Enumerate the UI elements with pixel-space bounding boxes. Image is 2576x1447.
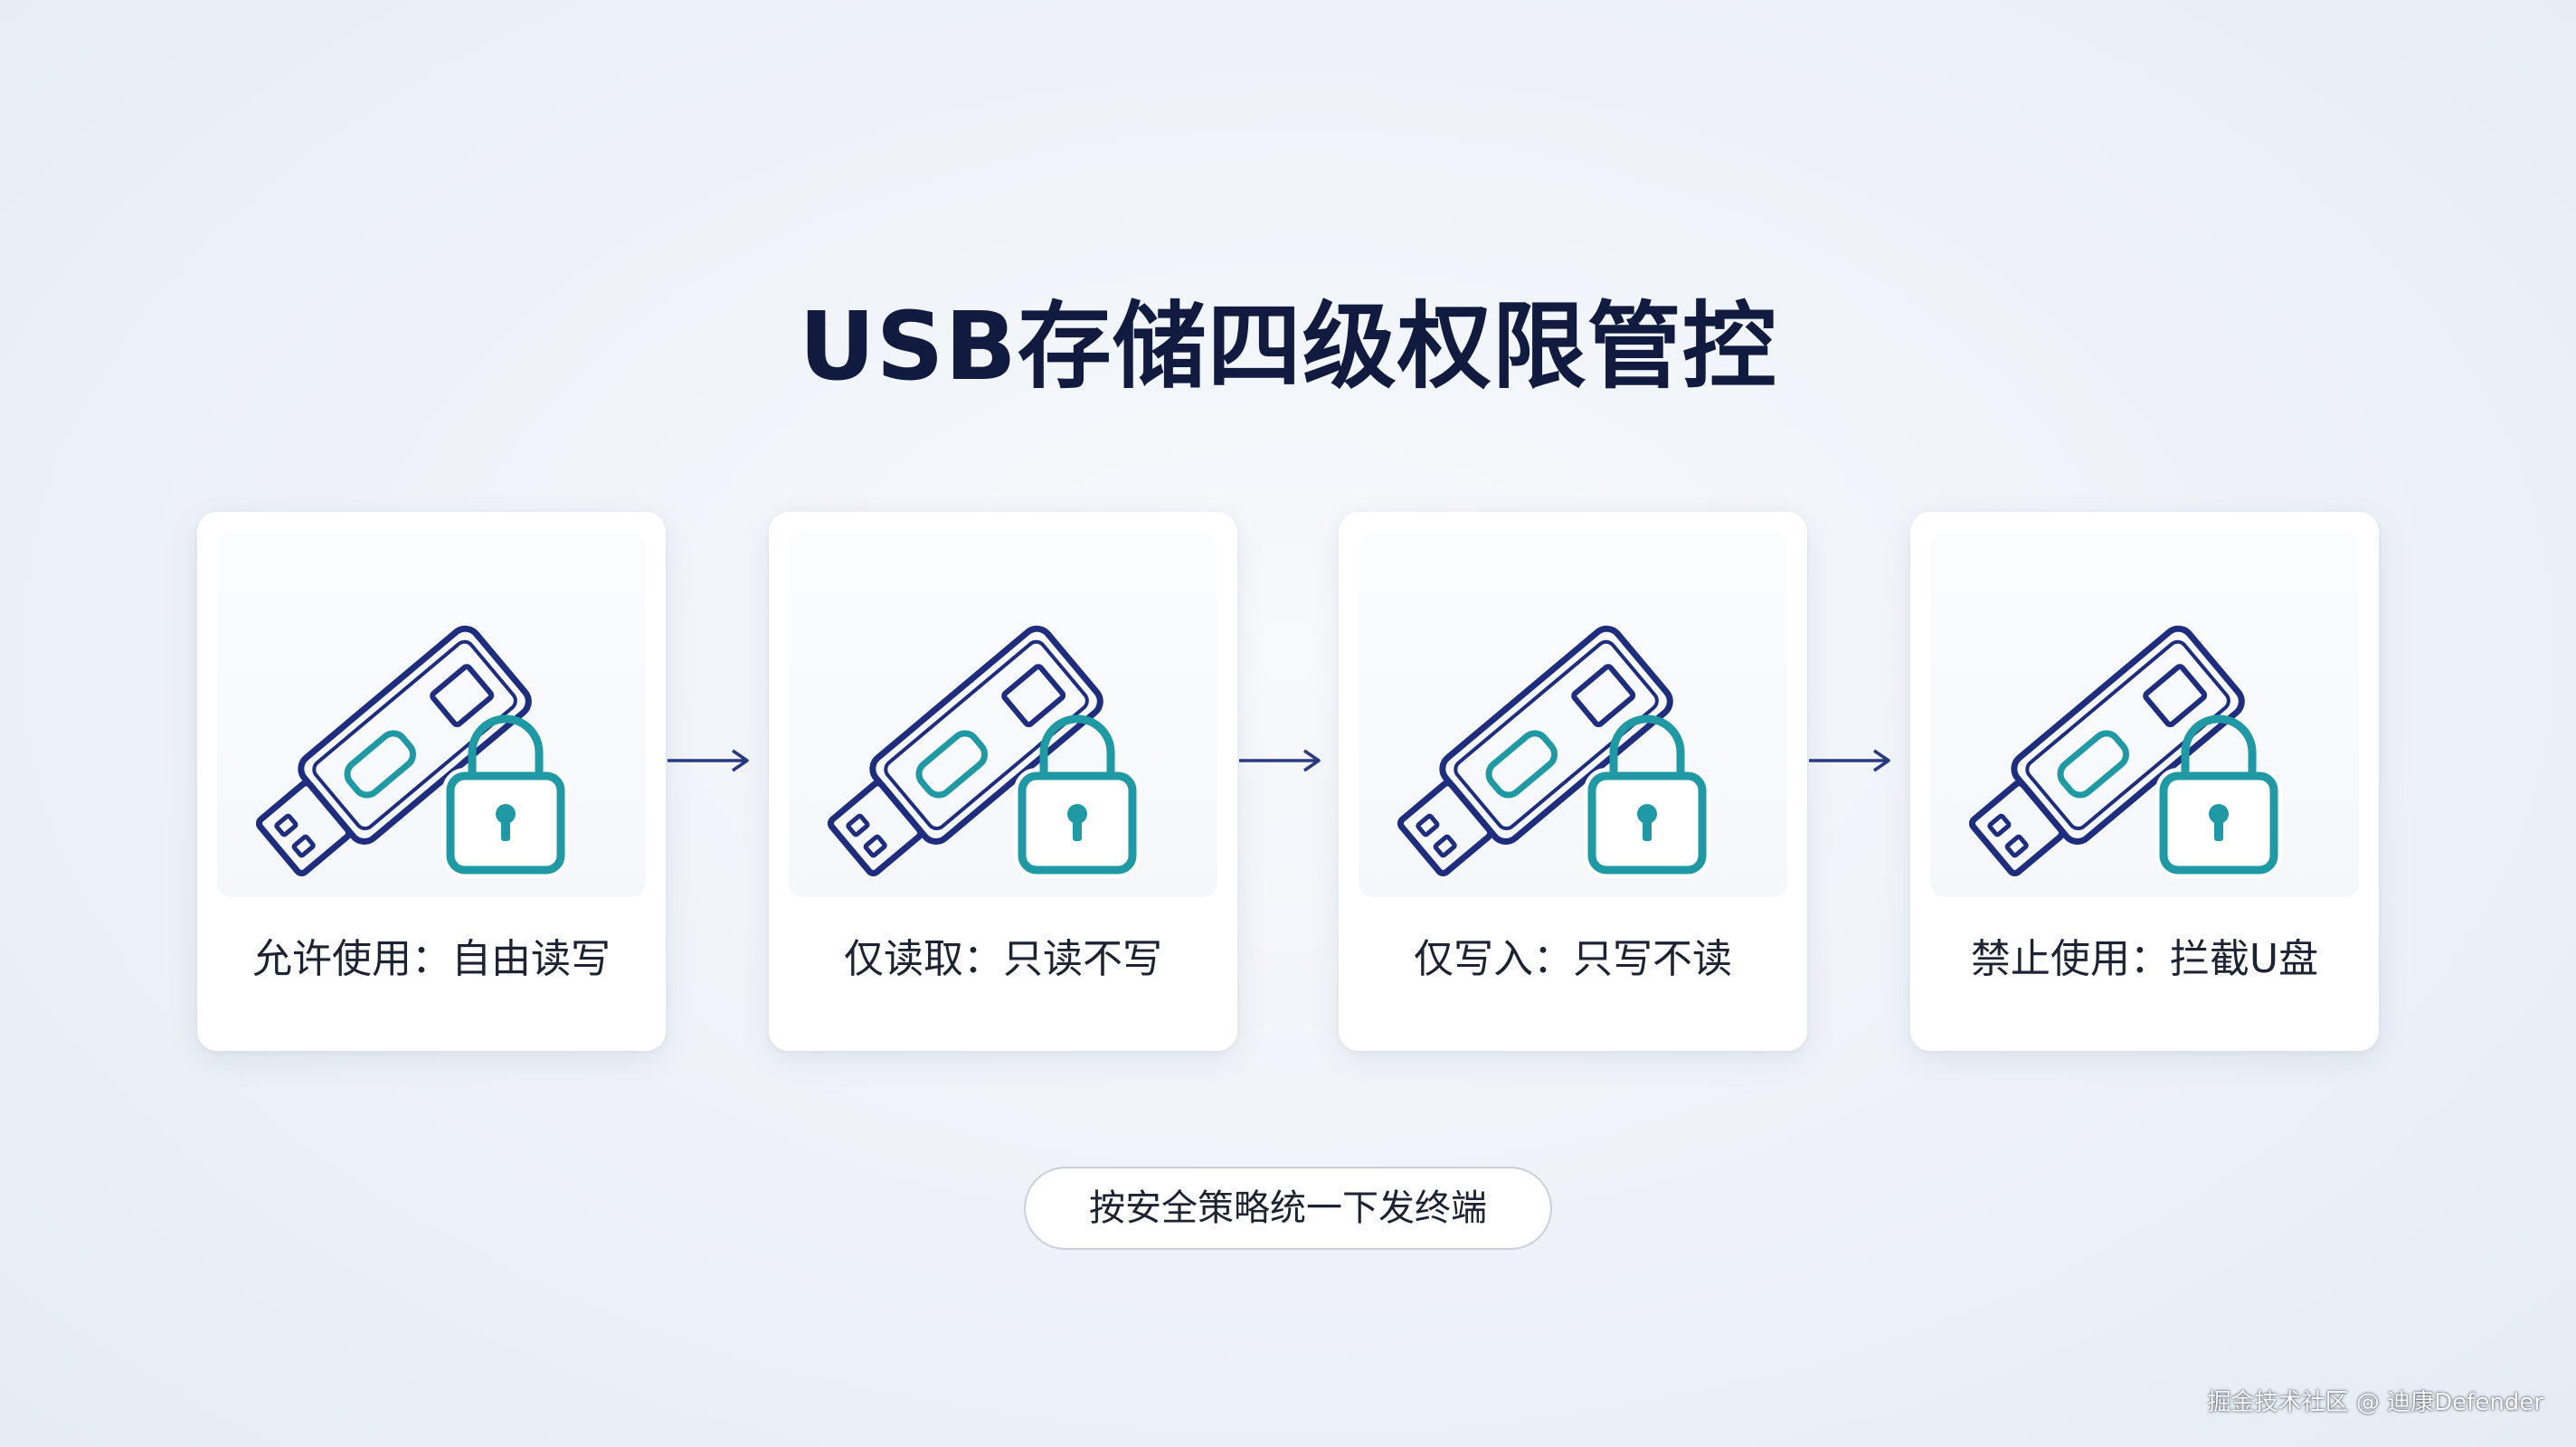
page-title: USB存储四级权限管控 [799, 291, 1777, 402]
permission-card-write-only: 仅写入：只写不读 [1339, 512, 1807, 1051]
card-label: 允许使用：自由读写 [252, 936, 611, 982]
permission-card-read-only: 仅读取：只读不写 [769, 512, 1237, 1051]
permission-card-block: 禁止使用：拦截U盘 [1910, 512, 2379, 1051]
usb-drive-lock-icon [255, 625, 569, 878]
card-illustration [1359, 532, 1787, 897]
card-label: 禁止使用：拦截U盘 [1970, 936, 2319, 982]
card-illustration [789, 532, 1217, 897]
arrow-right-icon [1809, 749, 1890, 772]
usb-drive-lock-icon [827, 625, 1141, 878]
card-label: 仅读取：只读不写 [844, 936, 1162, 982]
policy-distribution-pill: 按安全策略统一下发终端 [1024, 1167, 1552, 1250]
usb-drive-lock-icon [1968, 625, 2282, 878]
watermark: 掘金技术社区 @ 迪康Defender [2207, 1389, 2543, 1416]
arrow-right-icon [668, 749, 749, 772]
card-label: 仅写入：只写不读 [1414, 936, 1732, 982]
permission-card-allow: 允许使用：自由读写 [197, 512, 666, 1051]
card-illustration [217, 532, 646, 897]
arrow-right-icon [1239, 749, 1321, 772]
usb-drive-lock-icon [1397, 625, 1710, 878]
card-illustration [1930, 532, 2359, 897]
